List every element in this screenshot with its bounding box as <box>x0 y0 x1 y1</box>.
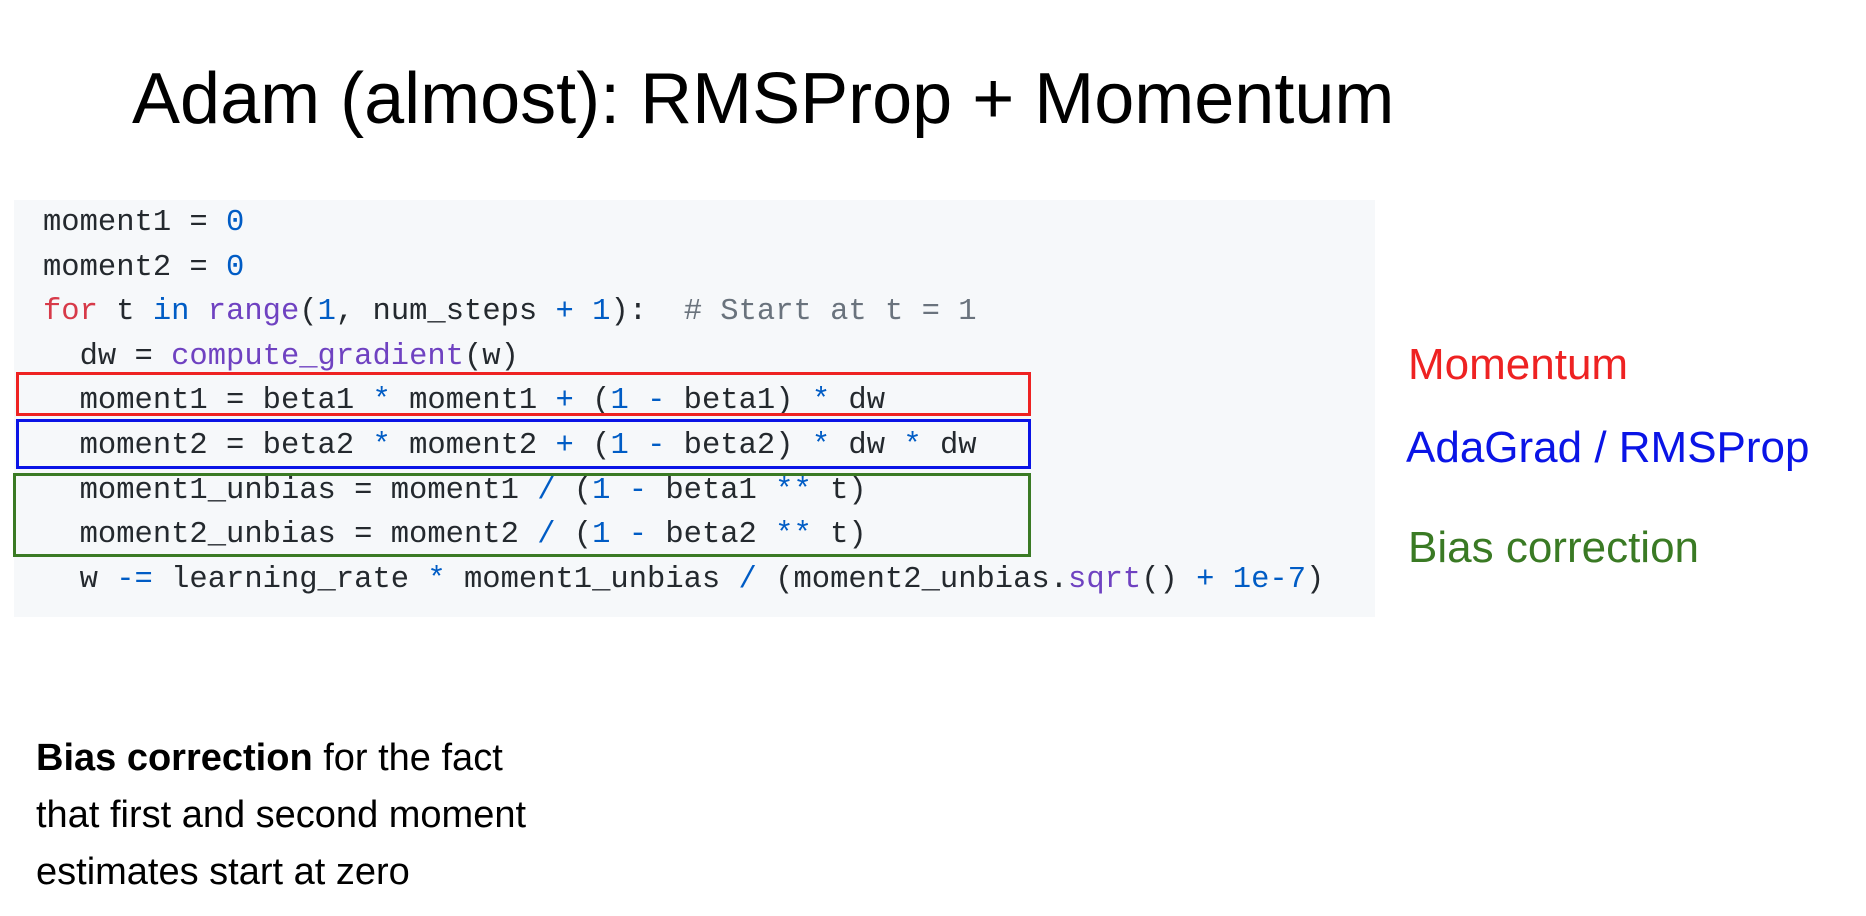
code-line: moment1 = beta1 * moment1 + (1 - beta1) … <box>43 379 885 423</box>
code-token: -= <box>116 562 153 597</box>
code-token: t) <box>811 518 867 553</box>
note-line1: for the fact <box>312 737 503 779</box>
code-token: moment2 <box>390 429 556 463</box>
code-token: * <box>427 562 446 597</box>
code-token: beta2) <box>665 429 812 463</box>
code-token: * <box>903 429 922 463</box>
code-token: 0 <box>226 206 245 240</box>
code-token: learning_rate <box>152 562 428 597</box>
code-token: / <box>537 518 556 553</box>
code-token: beta1) <box>665 384 812 419</box>
code-token: (moment2_unbias. <box>756 562 1069 597</box>
code-token: moment1_unbias <box>445 562 739 597</box>
code-token: moment1_unbias = moment1 <box>43 473 538 508</box>
code-token: moment1 <box>390 384 556 419</box>
code-token: ): <box>610 295 684 330</box>
adagrad-rmsprop-label: AdaGrad / RMSProp <box>1406 423 1810 472</box>
code-token: , num_steps <box>335 295 556 330</box>
code-token: moment1 = beta1 <box>43 384 373 419</box>
slide-title: Adam (almost): RMSProp + Momentum <box>132 59 1395 139</box>
code-token <box>1214 563 1232 597</box>
code-token: compute_gradient <box>171 339 464 374</box>
code-token: 1 <box>610 384 629 419</box>
code-token: t <box>97 295 153 330</box>
code-token <box>189 295 207 329</box>
code-token: - <box>628 518 648 553</box>
code-line: dw = compute_gradient(w) <box>43 335 519 379</box>
code-token: range <box>207 295 300 330</box>
code-token: ** <box>775 473 812 508</box>
code-token: - <box>647 429 666 463</box>
code-token: / <box>537 473 556 508</box>
code-line: moment2_unbias = moment2 / (1 - beta2 **… <box>43 513 867 557</box>
code-token: in <box>152 295 190 330</box>
code-token: - <box>628 473 648 508</box>
code-token: * <box>372 429 391 463</box>
code-token: ( <box>555 518 593 553</box>
code-token: ( <box>573 429 611 463</box>
momentum-highlight-box <box>16 372 1031 416</box>
code-token: ** <box>775 518 812 553</box>
code-token: () <box>1141 562 1197 597</box>
code-token: # Start at t = 1 <box>683 295 977 330</box>
code-token: ( <box>299 295 318 330</box>
code-line: for t in range(1, num_steps + 1): # Star… <box>43 290 977 334</box>
bias-correction-note: Bias correction for the fact that first … <box>36 730 526 901</box>
code-token: w <box>43 562 117 597</box>
code-line: moment1_unbias = moment1 / (1 - beta1 **… <box>43 469 867 513</box>
code-line: moment2 = 0 <box>43 246 244 290</box>
code-token: ( <box>555 473 593 508</box>
code-token: 1 <box>317 295 336 330</box>
code-token: dw <box>830 384 886 419</box>
code-token: moment2_unbias = moment2 <box>43 518 538 553</box>
note-line3: estimates start at zero <box>36 851 410 893</box>
code-token: beta2 <box>647 518 776 553</box>
momentum-label: Momentum <box>1408 340 1629 389</box>
code-token: 1e-7 <box>1232 562 1306 597</box>
code-token: + <box>555 295 574 330</box>
code-token: ) <box>1306 562 1325 597</box>
code-token: moment2 = beta2 <box>43 429 373 463</box>
code-token: / <box>738 562 757 597</box>
code-token: 1 <box>592 518 611 553</box>
code-token: 0 <box>226 250 245 285</box>
code-token: + <box>555 429 574 463</box>
code-token: * <box>811 384 831 419</box>
code-token: moment1 = <box>43 206 227 240</box>
note-line2: that first and second moment <box>36 794 527 836</box>
code-token: dw <box>921 429 977 463</box>
code-line: moment1 = 0 <box>43 201 244 245</box>
code-token: beta1 <box>647 473 776 508</box>
code-token: moment2 = <box>43 250 227 285</box>
code-token: sqrt <box>1068 562 1142 597</box>
rmsprop-highlight-box <box>16 419 1031 469</box>
code-token: t) <box>811 473 867 508</box>
code-token: + <box>1196 562 1215 597</box>
code-token: 1 <box>610 429 629 463</box>
code-token: + <box>555 384 574 419</box>
code-token: dw <box>830 429 904 463</box>
code-token: for <box>43 295 98 330</box>
code-token: (w) <box>463 339 519 374</box>
code-token: * <box>811 429 831 463</box>
bias-correction-highlight-box <box>13 473 1031 557</box>
code-token: 1 <box>592 473 611 508</box>
code-token: dw = <box>43 339 172 374</box>
code-line: moment2 = beta2 * moment2 + (1 - beta2) … <box>43 424 977 468</box>
code-token: ( <box>573 384 611 419</box>
bias-correction-label: Bias correction <box>1408 523 1700 572</box>
code-token: * <box>372 384 391 419</box>
code-token <box>574 295 592 329</box>
note-bold: Bias correction <box>36 737 313 779</box>
code-line: w -= learning_rate * moment1_unbias / (m… <box>43 558 1325 602</box>
code-token: 1 <box>592 295 611 330</box>
code-token: - <box>647 384 666 419</box>
